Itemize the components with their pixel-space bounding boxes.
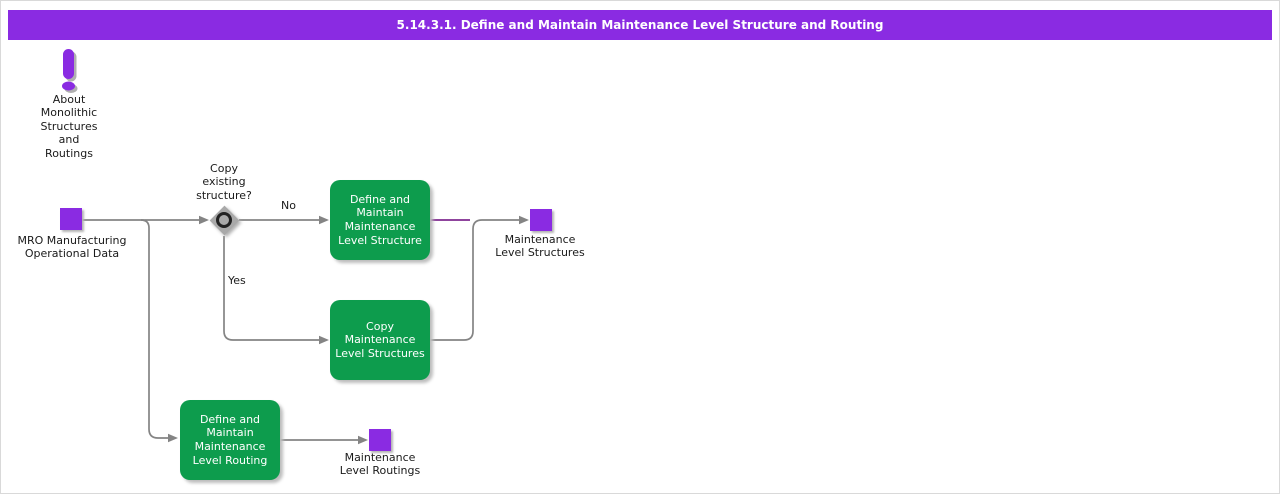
end-node-structures-label: Maintenance Level Structures <box>495 233 585 260</box>
arrowhead-into-end-structures <box>519 215 529 225</box>
task-define-maintenance-level-routing[interactable]: Define and Maintain Maintenance Level Ro… <box>180 400 280 480</box>
branch-label-no: No <box>281 199 296 212</box>
arrowhead-into-copy-task <box>319 335 329 345</box>
task-label: Define and Maintain Maintenance Level St… <box>338 192 422 247</box>
diagram-title-bar: 5.14.3.1. Define and Maintain Maintenanc… <box>8 10 1272 40</box>
exclamation-icon[interactable] <box>52 47 86 97</box>
branch-label-yes: Yes <box>228 274 246 287</box>
arrowhead-into-routing-task <box>168 433 178 443</box>
task-define-maintenance-level-structure[interactable]: Define and Maintain Maintenance Level St… <box>330 180 430 260</box>
start-node-label: MRO Manufacturing Operational Data <box>17 234 127 261</box>
end-node-maintenance-level-routings[interactable] <box>369 429 391 451</box>
decision-circle-icon <box>216 212 232 228</box>
start-node-mro-operational-data[interactable] <box>60 208 82 230</box>
task-label: Define and Maintain Maintenance Level Ro… <box>192 412 268 467</box>
task-label: Copy Maintenance Level Structures <box>335 319 425 360</box>
decision-question-label: Copy existing structure? <box>196 162 252 202</box>
connector-start-to-routing-task <box>140 219 168 439</box>
arrowhead-into-end-routings <box>358 435 368 445</box>
arrowhead-into-decision <box>199 215 209 225</box>
decision-gateway <box>209 205 239 235</box>
connector-decision-yes-branch <box>223 236 319 341</box>
end-node-maintenance-level-structures[interactable] <box>530 209 552 231</box>
exclamation-dot <box>62 81 75 91</box>
exclamation-bar <box>63 49 74 79</box>
end-node-routings-label: Maintenance Level Routings <box>339 451 421 478</box>
task-copy-maintenance-level-structures[interactable]: Copy Maintenance Level Structures <box>330 300 430 380</box>
arrowhead-into-structure-task <box>319 215 329 225</box>
diagram-title: 5.14.3.1. Define and Maintain Maintenanc… <box>396 18 884 32</box>
about-monolithic-link[interactable]: About Monolithic Structures and Routings <box>40 93 98 160</box>
